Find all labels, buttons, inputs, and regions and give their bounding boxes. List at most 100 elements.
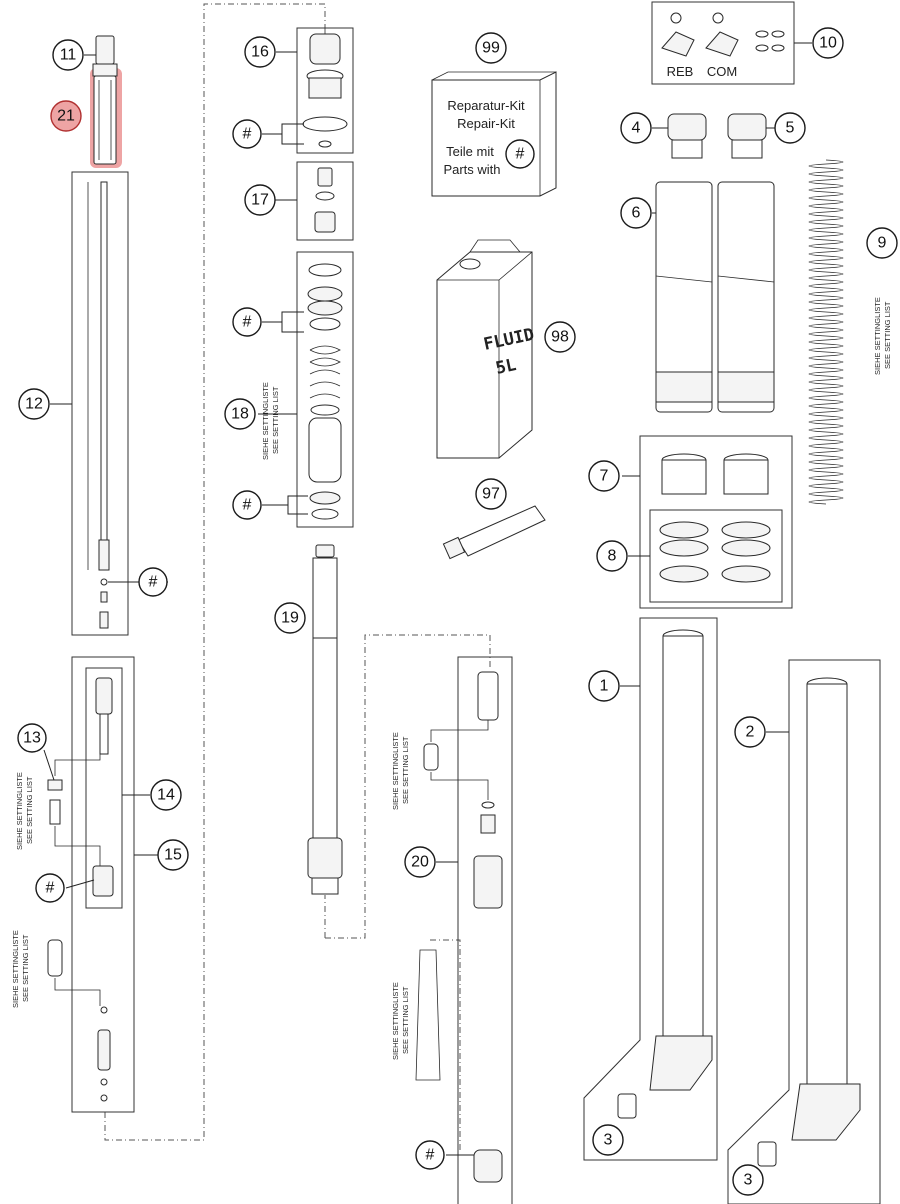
kit-badge: # (505, 139, 535, 169)
fluid-can (436, 239, 533, 459)
box-16 (296, 27, 354, 154)
cartridge-parts (47, 677, 114, 1102)
part-9-spring (808, 159, 844, 505)
callout-c13: 13 (17, 723, 47, 753)
svg-text:2: 2 (746, 724, 755, 741)
part-10-adjusters (661, 12, 785, 57)
callout-c5: 5 (774, 112, 806, 144)
callout-c3b: 3 (732, 1164, 764, 1196)
callout-h1: # (138, 567, 168, 597)
svg-text:SIEHE SETTINGLISTE: SIEHE SETTINGLISTE (261, 382, 270, 460)
box-20 (457, 656, 513, 1204)
svg-text:12: 12 (25, 396, 43, 413)
box-18 (296, 251, 354, 528)
part-11-top-cap (92, 35, 118, 165)
svg-text:SEE SETTING LIST: SEE SETTING LIST (401, 736, 410, 804)
part-20 (415, 671, 503, 1183)
part-12-rod (87, 181, 110, 629)
repair-kit-box (431, 71, 557, 197)
box-17 (296, 161, 354, 241)
svg-text:#: # (149, 574, 158, 591)
svg-text:#: # (243, 126, 252, 143)
callout-c20: 20 (404, 846, 436, 878)
kit-text-line4: Parts with (443, 162, 500, 177)
callout-c98: 98 (544, 321, 576, 353)
callout-c15: 15 (157, 839, 189, 871)
svg-text:4: 4 (632, 120, 641, 137)
svg-text:3: 3 (744, 1172, 753, 1189)
callout-h4: # (232, 307, 262, 337)
svg-text:#: # (243, 314, 252, 331)
part-2-inner-tube (757, 677, 861, 1167)
kit-text-line2: Repair-Kit (457, 116, 515, 131)
part-16 (302, 33, 348, 148)
svg-text:SIEHE SETTINGLISTE: SIEHE SETTINGLISTE (15, 772, 24, 850)
part-1-inner-tube (617, 629, 713, 1119)
part-6-outer-tubes (655, 181, 775, 413)
callout-c10: 10 (812, 27, 844, 59)
svg-text:20: 20 (411, 854, 429, 871)
callout-c7: 7 (588, 460, 620, 492)
svg-text:8: 8 (608, 548, 617, 565)
callout-c21: 21 (50, 100, 82, 132)
callout-c4: 4 (620, 112, 652, 144)
box-15 (71, 656, 135, 1113)
setting-note-9: SIEHE SETTINGLISTE SEE SETTING LIST (873, 297, 892, 375)
svg-text:SEE SETTING LIST: SEE SETTING LIST (401, 986, 410, 1054)
svg-text:11: 11 (60, 47, 77, 64)
setting-note-left-2: SIEHE SETTINGLISTE SEE SETTING LIST (11, 930, 30, 1008)
svg-text:SIEHE SETTINGLISTE: SIEHE SETTINGLISTE (391, 732, 400, 810)
setting-note-left-1: SIEHE SETTINGLISTE SEE SETTING LIST (15, 772, 34, 850)
svg-text:15: 15 (164, 847, 182, 864)
svg-text:16: 16 (251, 44, 269, 61)
svg-text:SEE SETTING LIST: SEE SETTING LIST (271, 386, 280, 454)
svg-text:SIEHE SETTINGLISTE: SIEHE SETTINGLISTE (11, 930, 20, 1008)
svg-text:#: # (46, 880, 55, 897)
parts-7-8-rings (659, 453, 771, 583)
svg-text:7: 7 (600, 468, 609, 485)
svg-text:#: # (516, 146, 525, 163)
label-com: COM (707, 64, 737, 79)
callout-c12: 12 (18, 388, 50, 420)
callout-c6: 6 (620, 197, 652, 229)
leader-lines (43, 42, 812, 1156)
callout-c9: 9 (866, 227, 898, 259)
callout-c8: 8 (596, 540, 628, 572)
svg-text:19: 19 (281, 610, 299, 627)
svg-text:98: 98 (551, 329, 569, 346)
svg-text:SEE SETTING LIST: SEE SETTING LIST (25, 776, 34, 844)
svg-text:3: 3 (604, 1132, 613, 1149)
callout-c17: 17 (244, 184, 276, 216)
svg-text:99: 99 (482, 40, 500, 57)
svg-text:9: 9 (878, 235, 887, 252)
callout-c2: 2 (734, 716, 766, 748)
setting-note-20-bottom: SIEHE SETTINGLISTE SEE SETTING LIST (391, 982, 410, 1060)
setting-note-18: SIEHE SETTINGLISTE SEE SETTING LIST (261, 382, 280, 460)
callout-h6: # (415, 1140, 445, 1170)
kit-text-line3: Teile mit (446, 144, 494, 159)
callout-h5: # (232, 490, 262, 520)
svg-text:14: 14 (157, 787, 175, 804)
box-7 (639, 435, 793, 609)
svg-text:18: 18 (231, 406, 249, 423)
svg-text:97: 97 (482, 486, 500, 503)
part-18 (307, 263, 343, 520)
svg-text:10: 10 (819, 35, 837, 52)
svg-text:SEE SETTING LIST: SEE SETTING LIST (883, 301, 892, 369)
fluid-label-2: 5L (494, 355, 518, 379)
svg-text:5: 5 (786, 120, 795, 137)
part-17 (314, 167, 336, 233)
callout-c18: 18 (224, 398, 256, 430)
part-19-damper-tube (307, 544, 343, 895)
callout-c1: 1 (588, 670, 620, 702)
svg-text:#: # (243, 497, 252, 514)
callout-c14: 14 (150, 779, 182, 811)
svg-text:17: 17 (251, 192, 269, 209)
parts-4-5-caps (667, 113, 767, 159)
svg-text:SEE SETTING LIST: SEE SETTING LIST (21, 934, 30, 1002)
svg-text:1: 1 (600, 678, 609, 695)
svg-text:SIEHE SETTINGLISTE: SIEHE SETTINGLISTE (391, 982, 400, 1060)
callout-c99: 99 (475, 32, 507, 64)
